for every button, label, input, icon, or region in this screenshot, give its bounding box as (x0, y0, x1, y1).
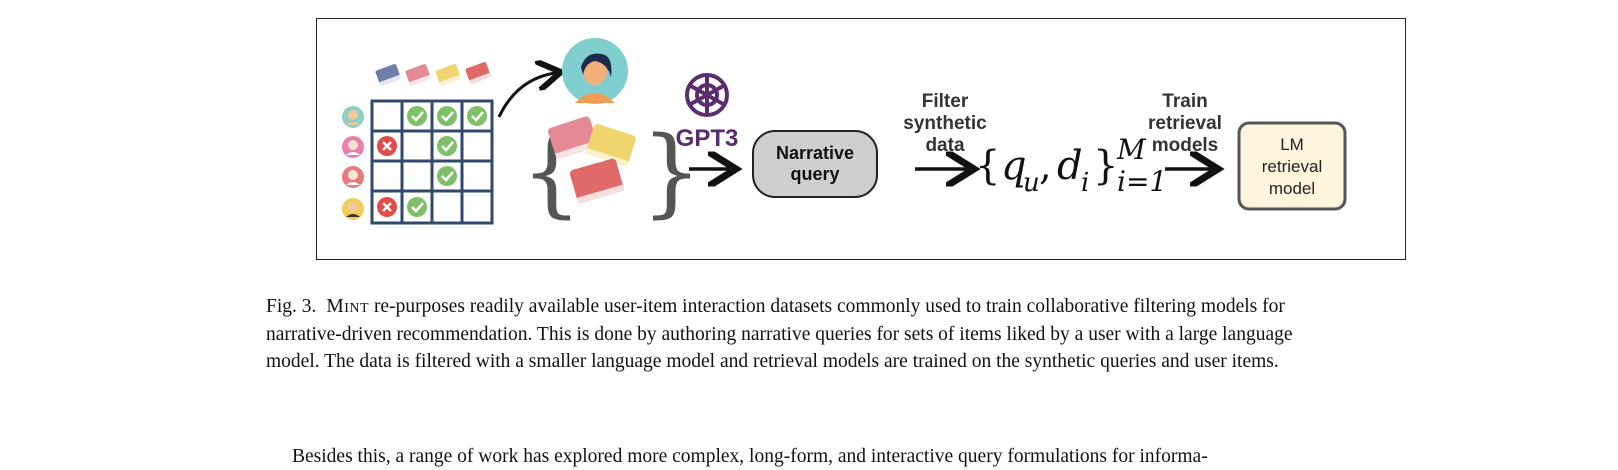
svg-text:q: q (1001, 143, 1027, 189)
item-books-row (375, 62, 492, 87)
check-icon (407, 197, 427, 217)
book-icon (375, 64, 402, 87)
right-brace-icon: } (641, 116, 702, 228)
figure-frame: { } GPT3 Narrative (316, 18, 1406, 260)
check-icon (437, 166, 457, 186)
user-avatar-icon (342, 198, 364, 220)
user-avatar-icon (342, 136, 364, 158)
book-icon (585, 124, 636, 168)
narrative-query-label: query (790, 164, 839, 184)
curved-arrow-icon (497, 73, 555, 118)
figure-caption: Fig. 3. Mint re-purposes readily availabl… (266, 293, 1466, 376)
train-step-label: Train (1162, 91, 1207, 112)
caption-text: re-purposes readily available user-item … (369, 296, 1285, 317)
lm-model-label: retrieval (1262, 157, 1322, 176)
filter-step-label: data (925, 135, 965, 156)
interaction-matrix (370, 99, 494, 225)
caption-system-name: Mint (326, 296, 370, 317)
lm-model-label: LM (1280, 135, 1304, 154)
svg-text:u: u (1023, 168, 1040, 198)
train-step-label: models (1152, 135, 1219, 156)
narrative-query-box (752, 130, 878, 198)
check-icon (437, 106, 457, 126)
caption-label: Fig. 3. (266, 296, 317, 317)
filter-step-label: Filter (922, 91, 969, 112)
lm-model-label: model (1269, 179, 1315, 198)
liked-books-group (548, 116, 636, 204)
user-avatar-icon (342, 106, 364, 128)
book-icon (569, 158, 625, 204)
book-icon (548, 116, 599, 160)
book-icon (465, 62, 492, 85)
book-icon (435, 64, 462, 87)
selected-user-avatar-icon (562, 38, 628, 104)
svg-text:d: d (1057, 143, 1083, 189)
caption-text: narrative-driven recommendation. This is… (266, 323, 1293, 345)
cross-icon (377, 136, 397, 156)
check-icon (437, 136, 457, 156)
svg-text:M: M (1116, 133, 1147, 166)
check-icon (407, 106, 427, 126)
caption-text: model. The data is filtered with a small… (266, 351, 1279, 372)
gpt3-label: GPT3 (676, 125, 739, 152)
pipeline-diagram: { } GPT3 Narrative (342, 38, 1347, 228)
book-icon (405, 64, 432, 87)
user-avatar-icon (342, 166, 364, 188)
narrative-query-label: Narrative (776, 143, 854, 163)
cross-icon (377, 197, 397, 217)
lm-retrieval-model-box (1237, 121, 1347, 211)
check-icon (467, 106, 487, 126)
user-avatars-column (342, 106, 364, 220)
body-paragraph: Besides this, a range of work has explor… (292, 446, 1208, 467)
svg-text:i: i (1081, 168, 1089, 198)
synthetic-pairs-formula: { q u , d i } M i=1 (975, 133, 1167, 198)
svg-text:{: { (975, 143, 1000, 189)
svg-text:i=1: i=1 (1117, 165, 1167, 198)
openai-logo-icon (685, 73, 729, 117)
filter-step-label: synthetic (903, 113, 987, 134)
train-step-label: retrieval (1148, 113, 1222, 134)
svg-text:}: } (1093, 143, 1118, 189)
svg-text:,: , (1039, 143, 1052, 189)
